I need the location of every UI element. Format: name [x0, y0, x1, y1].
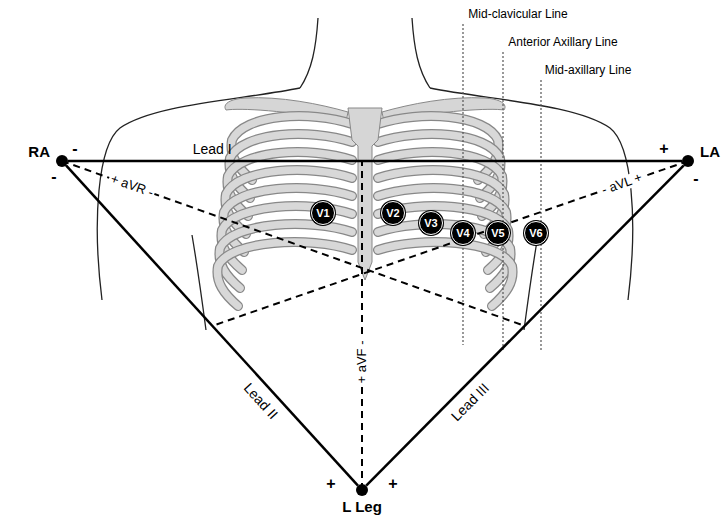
- augmented-leads: [62, 161, 688, 490]
- chest-electrode: V2: [381, 201, 405, 225]
- chest-electrode: V4: [451, 221, 475, 245]
- chest-electrode: V6: [524, 221, 548, 245]
- lead-label: Lead III: [448, 380, 492, 424]
- body-outline: [97, 18, 632, 330]
- limb-electrode: LA: [682, 155, 694, 167]
- rib-edge: [378, 242, 513, 306]
- line-name: Mid-axillary Line: [545, 64, 632, 77]
- rib: [219, 224, 352, 288]
- electrode-number: V2: [386, 208, 399, 219]
- mid-clavicular-line: [462, 24, 463, 345]
- avl-axis: [212, 161, 688, 326]
- avf-axis: [361, 161, 363, 490]
- limb-electrode: L Leg: [356, 484, 368, 496]
- ribs: [217, 116, 352, 306]
- lead-axis-label: + aVR -: [107, 171, 157, 201]
- line-name: Anterior Axillary Line: [508, 36, 617, 49]
- electrode-number: V1: [316, 208, 329, 219]
- limb-electrode: RA: [56, 155, 68, 167]
- lead-line: [68, 160, 682, 163]
- electrode-label: RA: [28, 143, 50, 160]
- sternum-bone: [348, 108, 382, 280]
- lead-line: [66, 165, 358, 485]
- anatomical-lines: [463, 24, 541, 350]
- lead-axis-label: - aVL +: [598, 170, 646, 198]
- rib-edge: [219, 224, 352, 288]
- electrode-number: V3: [424, 218, 437, 229]
- electrode-label: L Leg: [342, 498, 382, 515]
- ribs: [378, 116, 513, 306]
- electrode-number: V6: [529, 228, 542, 239]
- neck-line: [300, 18, 318, 88]
- avr-axis: [62, 161, 525, 326]
- sternum: [348, 108, 382, 280]
- polarity-sign: +: [388, 475, 397, 493]
- electrode-number: V5: [491, 228, 504, 239]
- polarity-sign: -: [72, 140, 77, 158]
- polarity-sign: -: [51, 168, 56, 186]
- rib: [378, 242, 513, 306]
- rib-edge: [217, 242, 352, 306]
- chest-electrode: V5: [486, 221, 510, 245]
- chest-electrode: V3: [419, 211, 443, 235]
- polarity-sign: +: [659, 140, 668, 158]
- neck-line: [412, 18, 430, 88]
- lead-line: [366, 165, 684, 485]
- line-name: Mid-clavicular Line: [468, 8, 567, 21]
- electrode-number: V4: [456, 228, 469, 239]
- electrode-label: LA: [700, 143, 720, 160]
- lead-label: Lead I: [193, 141, 232, 157]
- rib: [217, 242, 352, 306]
- anterior-axillary-line: [502, 52, 503, 350]
- polarity-sign: +: [326, 475, 335, 493]
- lead-label: Lead II: [241, 380, 282, 422]
- lead-axis-label: + aVF -: [355, 339, 369, 386]
- chest-electrode: V1: [311, 201, 335, 225]
- polarity-sign: -: [693, 170, 698, 188]
